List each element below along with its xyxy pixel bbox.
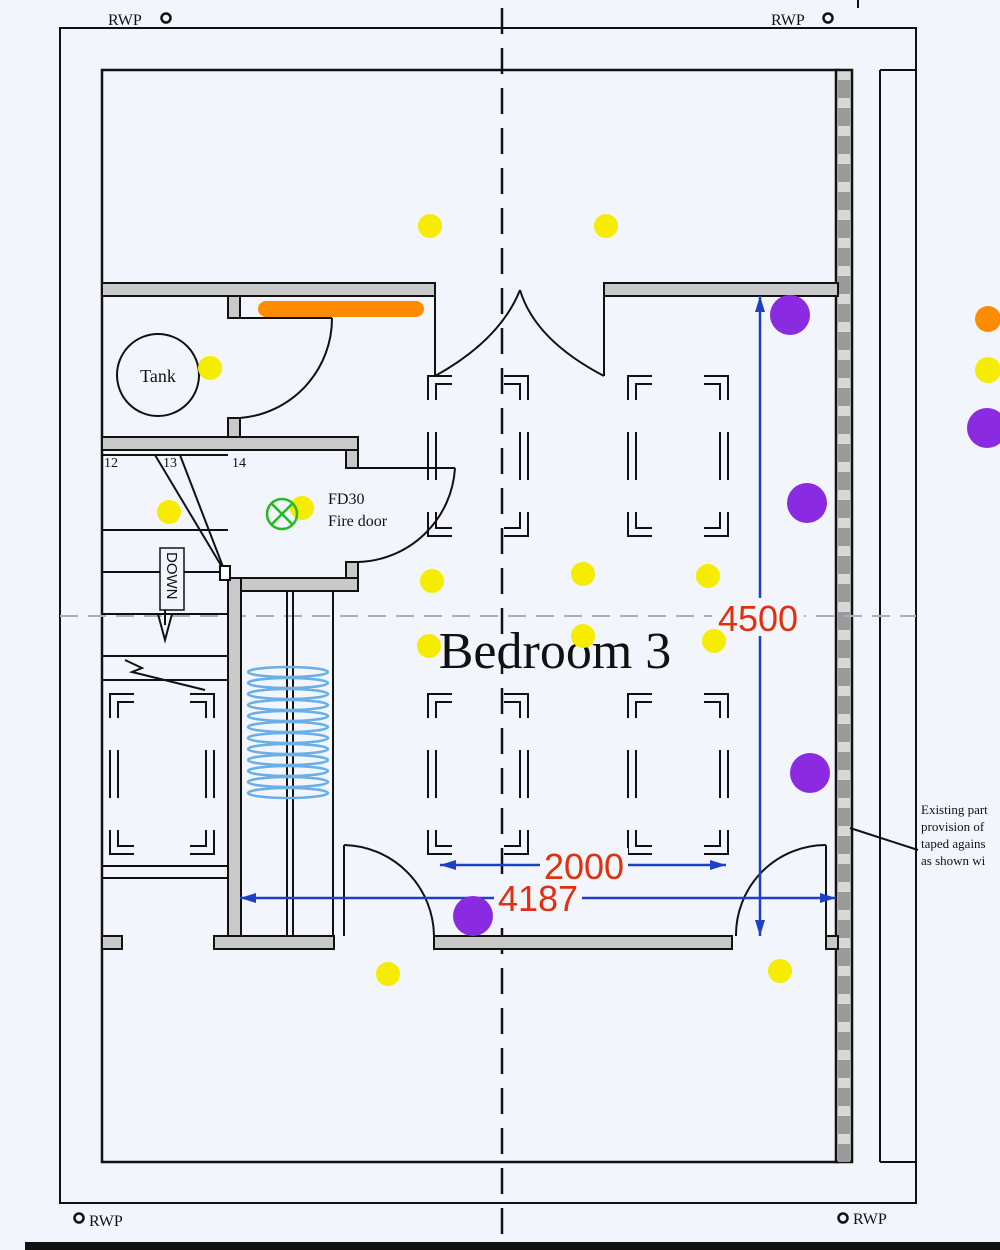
downlight-icon: [787, 483, 827, 523]
bed-outline: [109, 693, 215, 855]
stair-step-13: 13: [163, 456, 177, 471]
strip-light-icon: [975, 306, 1000, 332]
downlight-icon: [967, 408, 1000, 448]
svg-text:Existing part: Existing part: [921, 802, 988, 817]
svg-text:as shown wi: as shown wi: [921, 853, 986, 868]
rwp-top-left: RWP: [108, 12, 172, 29]
spot-light-icon: [157, 500, 181, 524]
lighting-legend: [967, 306, 1000, 448]
staircase: [102, 454, 231, 879]
spot-light-icon: [420, 569, 444, 593]
emergency-light-icon: [265, 497, 299, 531]
rwp-bottom-left: RWP: [73, 1212, 123, 1230]
dimension-labels: 4500 2000 4187: [494, 598, 804, 919]
interior-walls: [101, 282, 839, 950]
spot-light-icon: [696, 564, 720, 588]
svg-text:Tank: Tank: [140, 366, 176, 386]
svg-text:RWP: RWP: [108, 12, 142, 29]
svg-text:provision of: provision of: [921, 819, 985, 834]
dimension-room-width: 4187: [498, 878, 578, 919]
stair-direction-arrow: DOWN: [156, 547, 185, 644]
dimension-room-length: 4500: [718, 598, 798, 639]
spot-lights: [157, 214, 792, 986]
spot-light-icon: [594, 214, 618, 238]
downlights: [453, 295, 830, 936]
rwp-bottom-right: RWP: [837, 1211, 887, 1228]
strip-light: [258, 301, 424, 317]
radiator-icon: [246, 665, 330, 800]
stair-step-12: 12: [104, 456, 118, 471]
water-tank: Tank: [116, 333, 200, 417]
bed-outline: [427, 693, 529, 855]
spot-light-icon: [702, 629, 726, 653]
svg-text:RWP: RWP: [89, 1213, 123, 1230]
fire-door-code: FD30: [328, 491, 364, 508]
bed-outline: [627, 375, 729, 537]
bottom-border: [25, 1242, 1000, 1250]
svg-text:RWP: RWP: [771, 12, 805, 29]
spot-light-icon: [417, 634, 441, 658]
stair-step-14: 14: [232, 456, 246, 471]
spot-light-icon: [571, 562, 595, 586]
duct-channel: [286, 591, 334, 936]
spot-light-icon: [768, 959, 792, 983]
spot-light-icon: [376, 962, 400, 986]
dimension-bed-width: 2000: [544, 846, 624, 887]
spot-light-icon: [290, 496, 314, 520]
downlight-icon: [790, 753, 830, 793]
spot-light-icon: [975, 357, 1000, 383]
spot-light-icon: [198, 356, 222, 380]
partition-note: Existing part provision of taped agains …: [921, 802, 988, 868]
doors: [239, 289, 827, 937]
svg-text:RWP: RWP: [853, 1211, 887, 1228]
spot-light-icon: [418, 214, 442, 238]
svg-text:taped agains: taped agains: [921, 836, 986, 851]
spot-light-icon: [571, 624, 595, 648]
bed-outline: [427, 375, 529, 537]
bed-outline: [627, 693, 729, 855]
fire-door-label: Fire door: [328, 513, 388, 530]
note-leader: [849, 827, 919, 851]
room-name: Bedroom 3: [439, 623, 672, 680]
svg-text:DOWN: DOWN: [163, 552, 180, 600]
downlight-icon: [770, 295, 810, 335]
downlight-icon: [453, 896, 493, 936]
bed-outlines: [109, 375, 729, 855]
rwp-top-right: RWP: [771, 12, 834, 29]
